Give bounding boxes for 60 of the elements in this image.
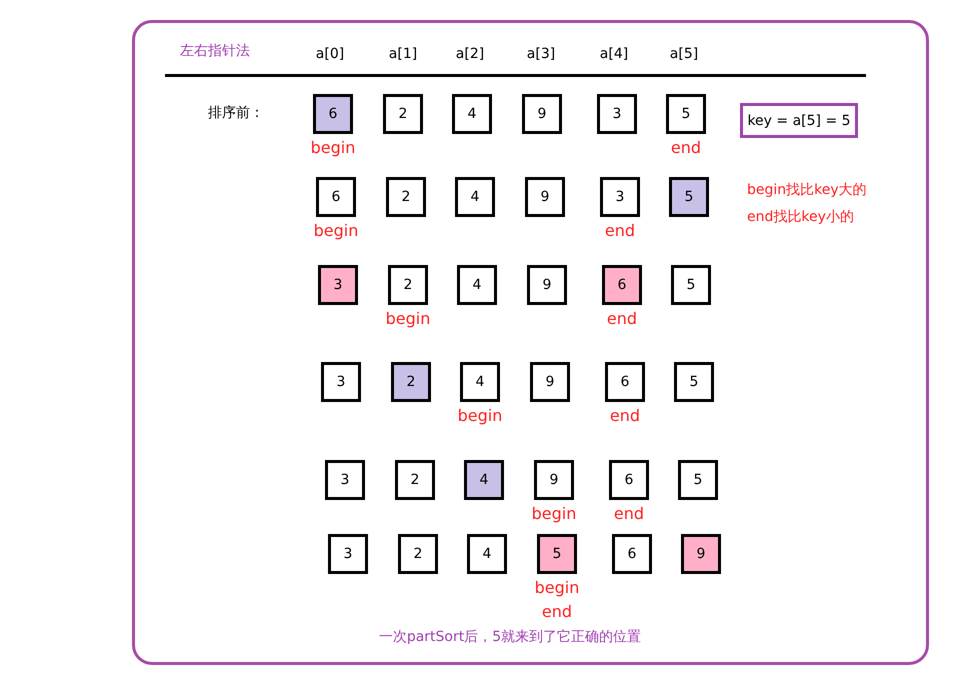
array-cell: 6 <box>602 265 642 305</box>
array-cell: 4 <box>460 362 500 402</box>
array-cell: 5 <box>537 534 577 574</box>
title: 左右指针法 <box>180 42 250 60</box>
array-cell: 5 <box>674 362 714 402</box>
note: begin找比key大的 <box>747 181 867 199</box>
array-cell: 9 <box>534 460 574 500</box>
pointer-label: begin <box>310 138 356 157</box>
array-cell: 2 <box>383 94 423 134</box>
array-cell: 9 <box>681 534 721 574</box>
array-cell: 3 <box>328 534 368 574</box>
array-cell: 4 <box>452 94 492 134</box>
array-cell: 4 <box>467 534 507 574</box>
index-label: a[0] <box>314 46 346 62</box>
pointer-label: end <box>540 602 574 621</box>
array-cell: 9 <box>527 265 567 305</box>
array-cell: 2 <box>388 265 428 305</box>
array-cell: 6 <box>612 534 652 574</box>
caption: 一次partSort后，5就来到了它正确的位置 <box>378 628 642 646</box>
array-cell: 5 <box>678 460 718 500</box>
array-cell: 5 <box>671 265 711 305</box>
array-cell: 5 <box>666 94 706 134</box>
array-cell: 5 <box>669 177 709 217</box>
pointer-label: begin <box>530 504 578 523</box>
array-cell: 3 <box>318 265 358 305</box>
index-label: a[2] <box>454 46 486 62</box>
array-cell: 3 <box>600 177 640 217</box>
index-label: a[5] <box>668 46 700 62</box>
index-label: a[3] <box>526 46 556 62</box>
pointer-label: end <box>670 138 702 157</box>
note: end找比key小的 <box>747 208 854 226</box>
pointer-label: begin <box>534 578 580 597</box>
pointer-label: begin <box>456 406 504 425</box>
array-cell: 6 <box>313 94 353 134</box>
array-cell: 3 <box>321 362 361 402</box>
array-cell: 3 <box>325 460 365 500</box>
array-cell: 9 <box>530 362 570 402</box>
array-cell: 4 <box>457 265 497 305</box>
pointer-label: end <box>608 406 642 425</box>
index-label: a[1] <box>388 46 418 62</box>
array-cell: 2 <box>386 177 426 217</box>
array-cell: 2 <box>398 534 438 574</box>
array-cell: 6 <box>609 460 649 500</box>
pointer-label: end <box>606 309 638 328</box>
pointer-label: begin <box>312 221 360 240</box>
pointer-label: begin <box>384 309 432 328</box>
array-cell: 9 <box>525 177 565 217</box>
index-label: a[4] <box>598 46 630 62</box>
array-cell: 4 <box>464 460 504 500</box>
array-cell: 6 <box>316 177 356 217</box>
array-cell: 9 <box>522 94 562 134</box>
key-box: key = a[5] = 5 <box>740 103 858 138</box>
array-cell: 2 <box>391 362 431 402</box>
array-cell: 3 <box>597 94 637 134</box>
array-cell: 6 <box>605 362 645 402</box>
row-label: 排序前： <box>208 104 264 122</box>
pointer-label: end <box>604 221 636 240</box>
pointer-label: end <box>612 504 646 523</box>
array-cell: 2 <box>395 460 435 500</box>
array-cell: 4 <box>455 177 495 217</box>
